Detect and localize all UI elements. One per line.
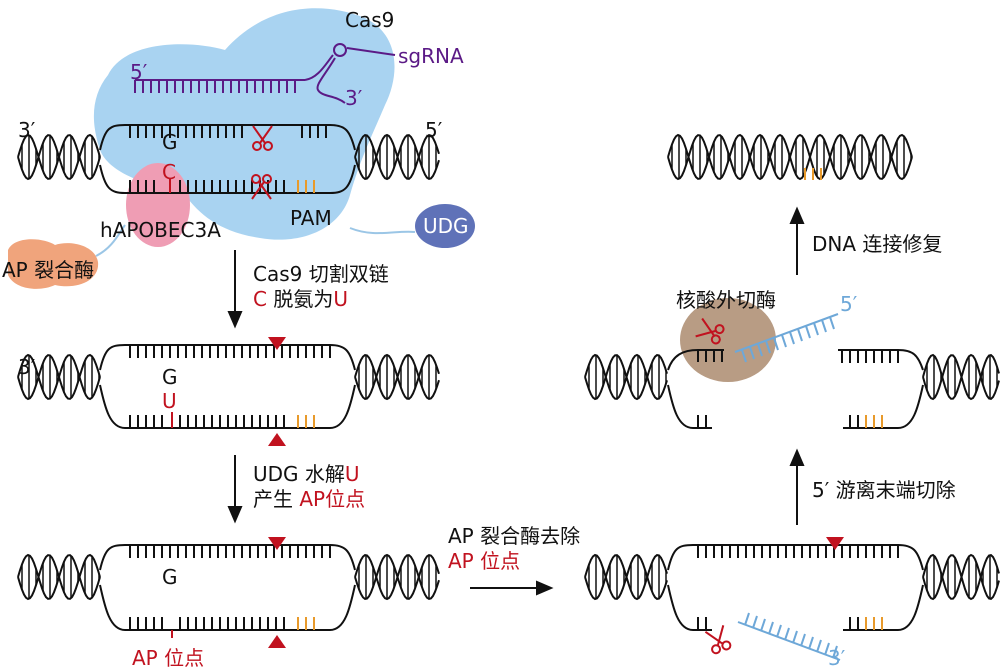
step2-line2: 产生 AP位点 [253, 487, 365, 511]
mid-base-g-label: G [162, 365, 178, 389]
hapobec3a-label: hAPOBEC3A [100, 218, 221, 242]
sgrna-3prime-label: 3′ [345, 86, 363, 110]
panel-ap-site [17, 537, 440, 648]
sgrna-5prime-label: 5′ [130, 60, 148, 84]
bottom-base-g-label: G [162, 565, 178, 589]
sgrna-bases [134, 80, 296, 93]
ap-site-label: AP 位点 [132, 646, 205, 670]
nick-marker [268, 337, 286, 350]
mid-3prime-label: 3′ [18, 355, 36, 379]
base-g-label: G [162, 130, 178, 154]
pam-label: PAM [290, 206, 332, 230]
flow-arrows [227, 206, 805, 596]
step1-line2: C 脱氨为U [253, 287, 348, 311]
step3-line1: AP 裂合酶去除 [448, 524, 581, 548]
flap-3prime-label: 3′ [828, 646, 846, 670]
udg-label: UDG [423, 214, 469, 238]
panel-flap [584, 537, 1000, 661]
scissors-icon [251, 174, 272, 200]
strand-3prime-label: 3′ [18, 118, 36, 142]
step2-b: 产生 [253, 487, 300, 511]
panel-repaired [667, 133, 913, 181]
step2-ap: AP位点 [299, 487, 366, 511]
step1-mid: 脱氨为 [266, 287, 334, 311]
panel-exonuclease [584, 298, 1000, 429]
strand-5prime-label: 5′ [425, 118, 443, 142]
step4-label: 5′ 游离末端切除 [812, 478, 956, 502]
exonuclease-label: 核酸外切酶 [676, 288, 776, 312]
scissors-icon [695, 317, 725, 345]
dna-helix-right [354, 133, 440, 181]
panel-cas9-complex [8, 8, 475, 289]
step1-line1: Cas9 切割双链 [253, 262, 389, 286]
step3-line2: AP 位点 [448, 549, 521, 573]
step1-c: C [253, 287, 267, 311]
ap-lyase-label: AP 裂合酶 [2, 258, 95, 282]
dna-helix-left [17, 133, 101, 181]
mid-base-u-label: U [162, 389, 177, 413]
sgrna-label: sgRNA [398, 44, 464, 68]
step1-u: U [333, 287, 348, 311]
step5-label: DNA 连接修复 [812, 232, 943, 256]
nick-marker [268, 433, 286, 446]
hapobec3a-protein [126, 163, 190, 247]
step2-a: UDG 水解 [253, 462, 345, 486]
scissors-icon [252, 125, 273, 151]
base-c-label: C [162, 160, 176, 184]
exonuclease-protein [680, 298, 776, 382]
udg-protein [415, 204, 475, 248]
step2-u: U [344, 462, 360, 486]
sgrna-loop [333, 43, 347, 57]
scissors-icon [704, 625, 732, 655]
step2-line1: UDG 水解U [253, 462, 360, 486]
flap-5prime-label: 5′ [840, 292, 858, 316]
ap-lyase-protein [8, 239, 99, 289]
panel-deaminated [17, 337, 440, 446]
dna-bases-top [129, 125, 327, 138]
flap-strand [737, 621, 841, 661]
cas9-label: Cas9 [345, 8, 395, 32]
